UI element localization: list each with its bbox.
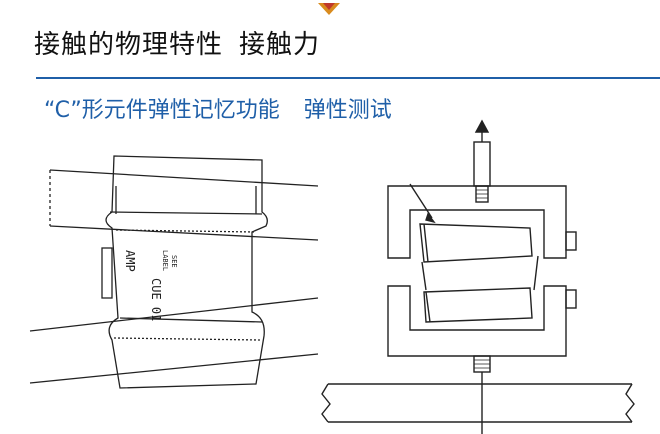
title-part-2: 接触力 xyxy=(239,30,321,60)
left-figure-labels: SEE LABEL AMP CUE 01 xyxy=(123,250,178,321)
lower-bar xyxy=(29,297,319,384)
subtitle-part-1: “C”形元件弹性记忆功能 xyxy=(44,98,280,123)
subtitle-part-2: 弹性测试 xyxy=(303,98,392,123)
lower-fixture xyxy=(387,285,567,357)
title-part-1: 接触的物理特性 xyxy=(34,30,224,60)
upper-bar xyxy=(49,169,319,241)
c-element-outline xyxy=(105,155,268,389)
right-figure xyxy=(321,119,635,434)
c-element-tab xyxy=(101,247,113,299)
base-plate xyxy=(328,383,632,423)
slide-title: 接触的物理特性接触力 xyxy=(34,24,320,61)
upper-fixture xyxy=(387,185,567,259)
left-figure xyxy=(29,155,319,389)
label-code: CUE 01 xyxy=(149,278,163,321)
pull-rod xyxy=(473,141,491,187)
label-label: LABEL xyxy=(161,250,169,271)
lower-contact xyxy=(423,287,533,323)
label-amp: AMP xyxy=(123,250,137,272)
label-see: SEE xyxy=(170,255,178,268)
emblem-icon xyxy=(316,0,342,15)
upper-contact xyxy=(419,223,533,263)
slide-subtitle: “C”形元件弹性记忆功能弹性测试 xyxy=(44,92,392,124)
title-divider xyxy=(36,77,660,79)
